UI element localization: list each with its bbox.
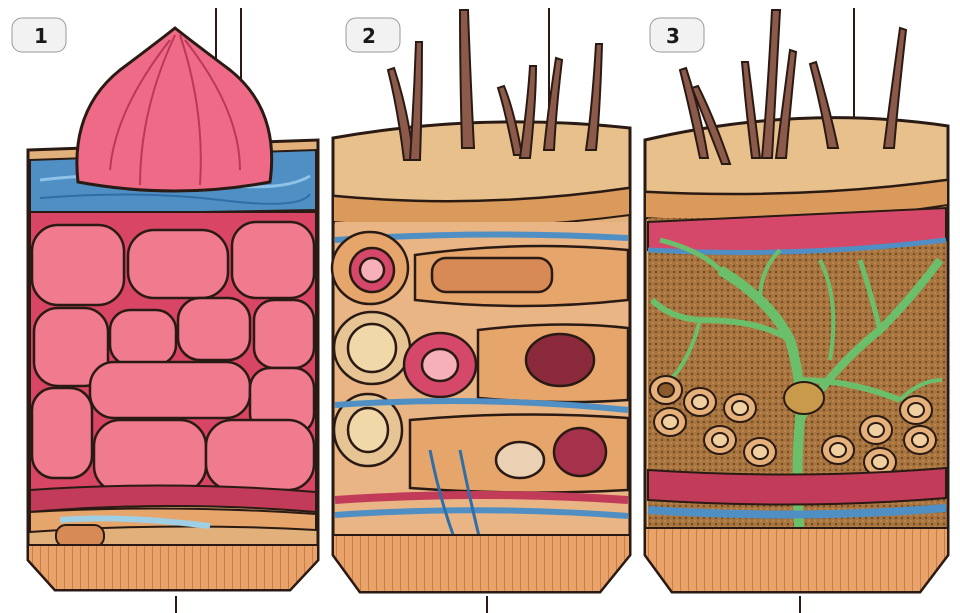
nodule [784,382,824,414]
panel-number-badge: 2 [346,18,400,52]
panel-number: 1 [34,24,48,48]
panel-3: 3 [645,8,948,613]
dome-bulb [77,28,272,191]
pink-cells [32,222,314,492]
panel-number-badge: 3 [650,18,704,52]
skin-surface-layer [645,118,948,195]
panel-number: 2 [362,24,376,48]
panel-number-badge: 1 [12,18,66,52]
skin-surface-layer [333,122,630,202]
panel-2: 2 [332,8,630,613]
panel-number: 3 [666,24,680,48]
panel-1: 1 [12,8,318,613]
tubular-structures [332,232,628,493]
